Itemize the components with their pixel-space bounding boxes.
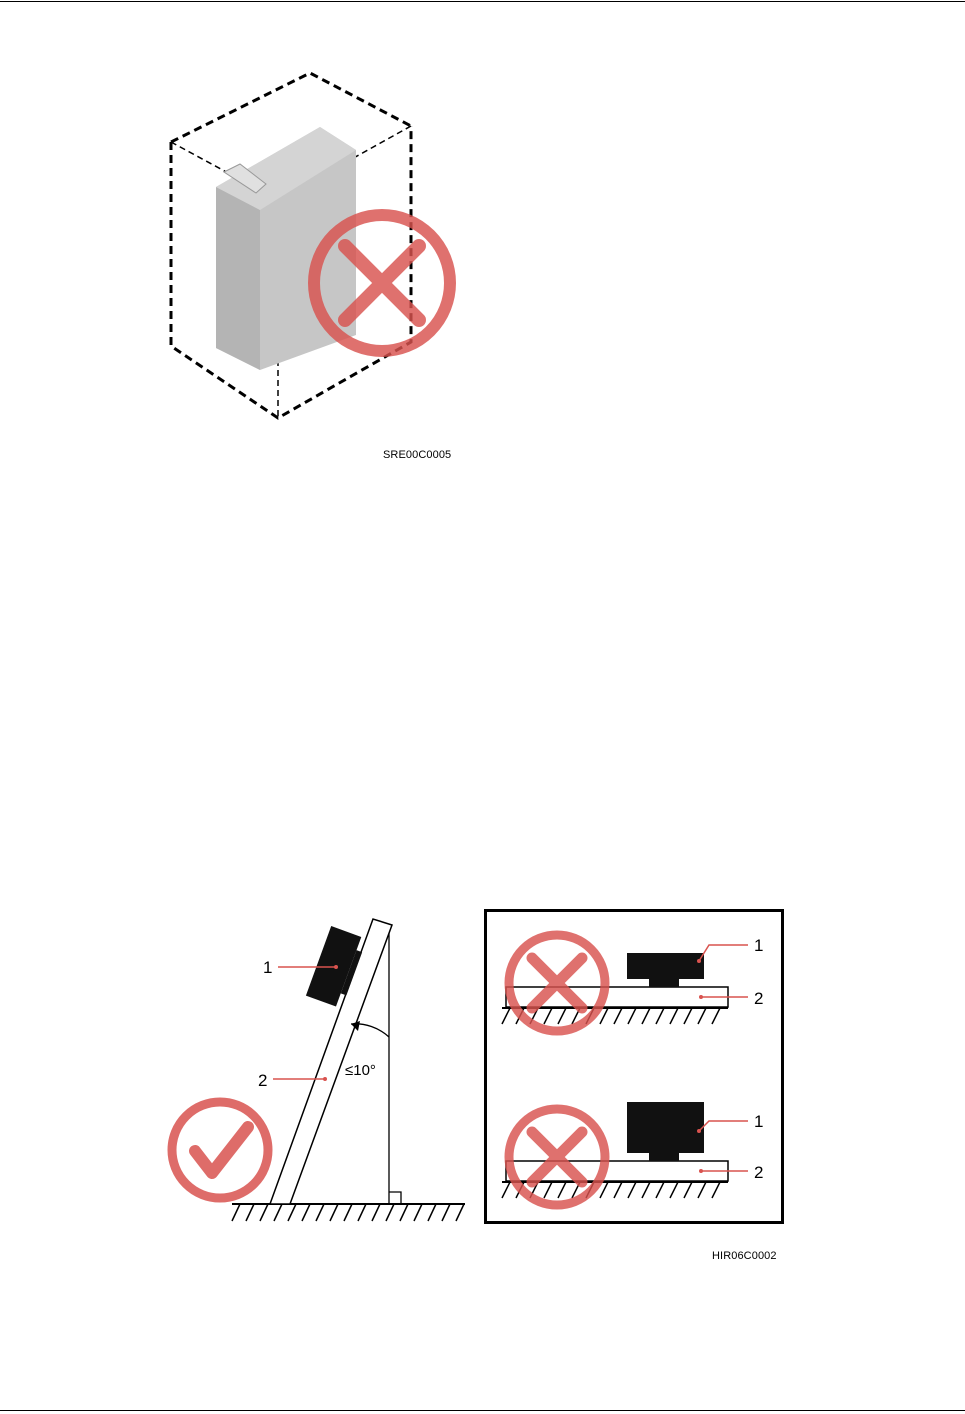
figure-2-id: HIR06C0002: [712, 1250, 777, 1262]
callout-left-2: 2: [258, 1071, 267, 1090]
header-rule: [0, 1, 965, 2]
figure-1-id: SRE00C0005: [383, 449, 451, 461]
figure-stacked-box-prohibited: [160, 60, 470, 440]
check-circle-icon: [172, 1102, 268, 1198]
figure-2-left-drawing: ≤10° 1 2: [160, 905, 470, 1230]
callout-right-bottom-2: 2: [754, 1163, 763, 1182]
figure-flat-placement-prohibited: 1 2: [484, 909, 784, 1225]
callout-right-top-1: 1: [754, 936, 763, 955]
figure-tilted-stand-allowed: ≤10° 1 2: [160, 905, 470, 1230]
figure-2-right-drawing: 1 2: [484, 909, 784, 1225]
callout-left-1: 1: [263, 958, 272, 977]
callout-right-top-2: 2: [754, 989, 763, 1008]
figure-1-drawing: [160, 60, 470, 440]
footer-rule: [0, 1410, 965, 1411]
angle-label: ≤10°: [345, 1062, 376, 1079]
callout-right-bottom-1: 1: [754, 1112, 763, 1131]
